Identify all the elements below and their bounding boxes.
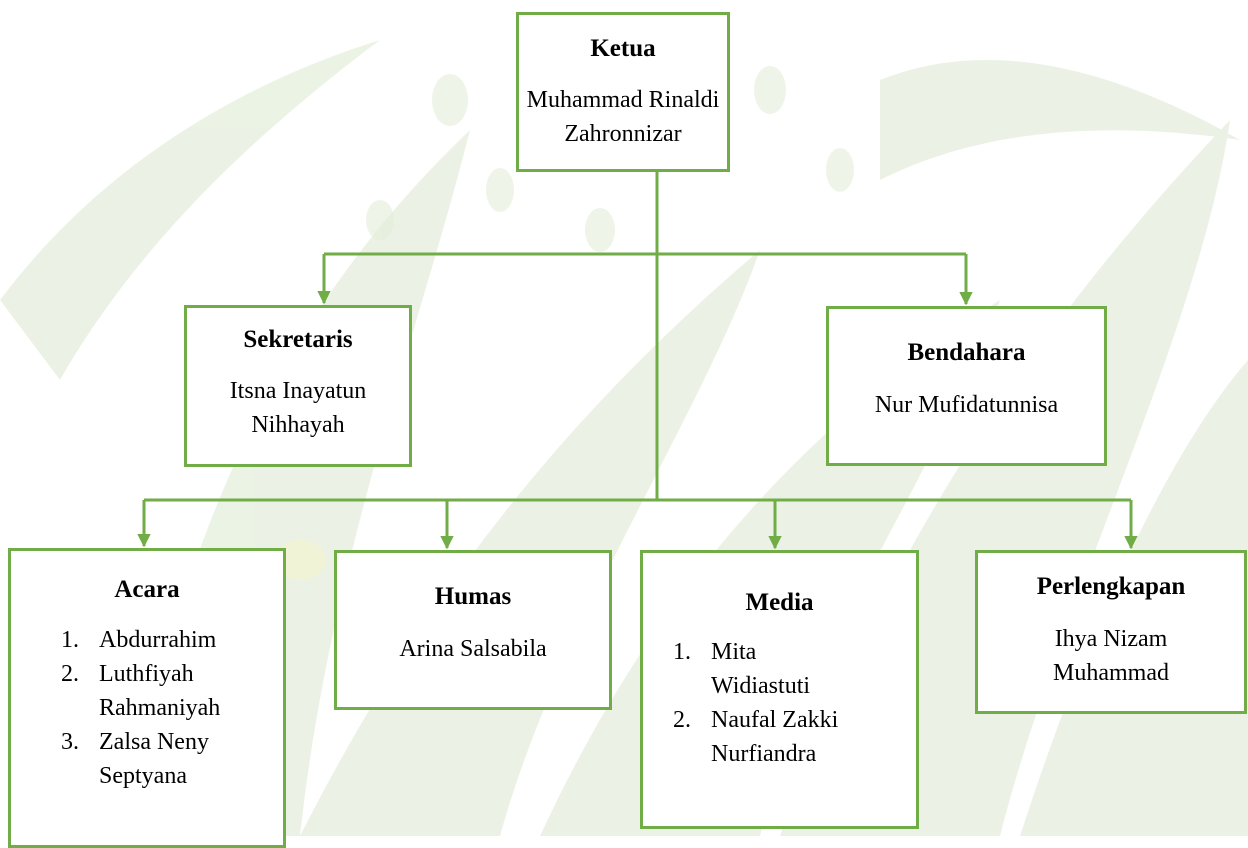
- ketua-name-line: Zahronnizar: [564, 121, 682, 147]
- list-item: 1. Abdurrahim: [61, 623, 283, 657]
- list-number: 3.: [61, 729, 79, 755]
- humas-name-line: Arina Salsabila: [399, 636, 547, 662]
- bendahara-name: Nur Mufidatunnisa: [829, 388, 1104, 422]
- acara-box: Acara 1. Abdurrahim 2. Luthfiyah Rahmani…: [8, 548, 286, 848]
- list-item: 3. Zalsa Neny Septyana: [61, 725, 283, 793]
- member-name-line: Naufal Zakki: [711, 707, 839, 733]
- humas-title: Humas: [434, 583, 512, 610]
- ketua-name: Muhammad Rinaldi Zahronnizar: [519, 83, 727, 151]
- ketua-title: Ketua: [590, 35, 656, 62]
- perlengkapan-name-line: Ihya Nizam: [1054, 626, 1168, 652]
- perlengkapan-name-line: Muhammad: [1053, 660, 1169, 686]
- member-name: Naufal Zakki Nurfiandra: [711, 703, 916, 771]
- list-number: 1.: [673, 639, 691, 665]
- list-number: 1.: [61, 627, 79, 653]
- perlengkapan-box: Perlengkapan Ihya Nizam Muhammad: [975, 550, 1247, 714]
- member-name-line: Nurfiandra: [711, 741, 817, 767]
- member-name-line: Rahmaniyah: [99, 695, 221, 721]
- acara-title: Acara: [114, 576, 180, 603]
- acara-member-list: 1. Abdurrahim 2. Luthfiyah Rahmaniyah 3.…: [61, 623, 283, 793]
- member-name-line: Abdurrahim: [99, 627, 217, 653]
- member-name: Mita Widiastuti: [711, 635, 916, 703]
- bendahara-title: Bendahara: [907, 339, 1026, 366]
- humas-name: Arina Salsabila: [337, 632, 609, 666]
- member-name: Luthfiyah Rahmaniyah: [99, 657, 283, 725]
- media-member-list: 1. Mita Widiastuti 2. Naufal Zakki Nurfi…: [673, 635, 916, 771]
- sekretaris-box: Sekretaris Itsna Inayatun Nihhayah: [184, 305, 412, 467]
- media-box: Media 1. Mita Widiastuti 2. Naufal Zakki…: [640, 550, 919, 829]
- sekretaris-title: Sekretaris: [243, 326, 353, 353]
- bendahara-box: Bendahara Nur Mufidatunnisa: [826, 306, 1107, 466]
- perlengkapan-name: Ihya Nizam Muhammad: [978, 622, 1244, 690]
- member-name-line: Mita: [711, 639, 757, 665]
- member-name-line: Zalsa Neny: [99, 729, 209, 755]
- list-item: 2. Luthfiyah Rahmaniyah: [61, 657, 283, 725]
- sekretaris-name-line: Nihhayah: [251, 412, 345, 438]
- humas-box: Humas Arina Salsabila: [334, 550, 612, 710]
- member-name: Abdurrahim: [99, 623, 283, 657]
- list-number: 2.: [673, 707, 691, 733]
- member-name-line: Widiastuti: [711, 673, 811, 699]
- member-name-line: Luthfiyah: [99, 661, 194, 687]
- list-item: 1. Mita Widiastuti: [673, 635, 916, 703]
- list-item: 2. Naufal Zakki Nurfiandra: [673, 703, 916, 771]
- member-name-line: Septyana: [99, 763, 187, 789]
- ketua-box: Ketua Muhammad Rinaldi Zahronnizar: [516, 12, 730, 172]
- perlengkapan-title: Perlengkapan: [1036, 573, 1186, 600]
- bendahara-name-line: Nur Mufidatunnisa: [874, 392, 1059, 418]
- ketua-name-line: Muhammad Rinaldi: [526, 87, 720, 113]
- sekretaris-name-line: Itsna Inayatun: [229, 378, 367, 404]
- media-title: Media: [745, 589, 814, 616]
- list-number: 2.: [61, 661, 79, 687]
- member-name: Zalsa Neny Septyana: [99, 725, 283, 793]
- sekretaris-name: Itsna Inayatun Nihhayah: [187, 374, 409, 442]
